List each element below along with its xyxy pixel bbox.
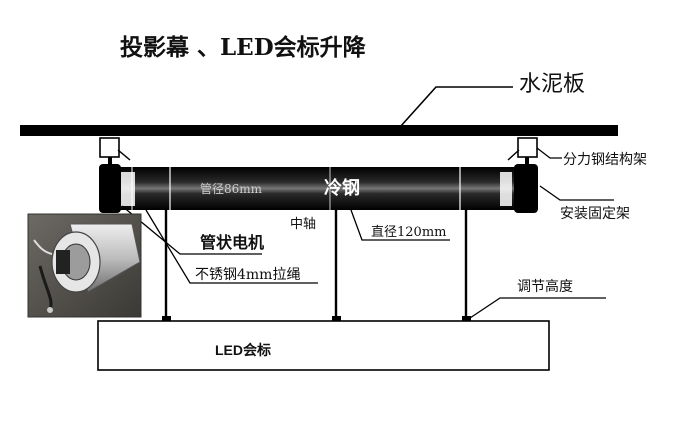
cold-steel-label: 冷钢 [324,177,360,198]
roller-tube [102,167,536,210]
middle-axis-label: 中轴 [290,216,316,231]
right-bracket [517,137,538,158]
left-bracket [99,137,120,158]
tubular-motor-photo [27,213,142,318]
slab-label: 水泥板 [519,71,585,96]
dia-120-label: 直径120mm [371,225,446,240]
diagram-title: 投影幕 、LED会标升降 [120,34,367,61]
adjust-height-label: 调节高度 [517,278,573,294]
tube-diameter-label: 管径86mm [200,181,263,196]
led-board [97,320,550,371]
slab-leader [399,86,513,128]
concrete-slab [20,125,618,136]
fixed-frame-label: 安装固定架 [560,205,630,221]
rope-label: 不锈钢4mm拉绳 [195,267,300,283]
led-board-label: LED会标 [215,342,271,358]
tube-motor-label: 管状电机 [200,233,264,252]
left-end-cap [99,164,121,213]
right-end-cap [514,164,538,213]
steel-frame-label: 分力钢结构架 [563,151,647,167]
